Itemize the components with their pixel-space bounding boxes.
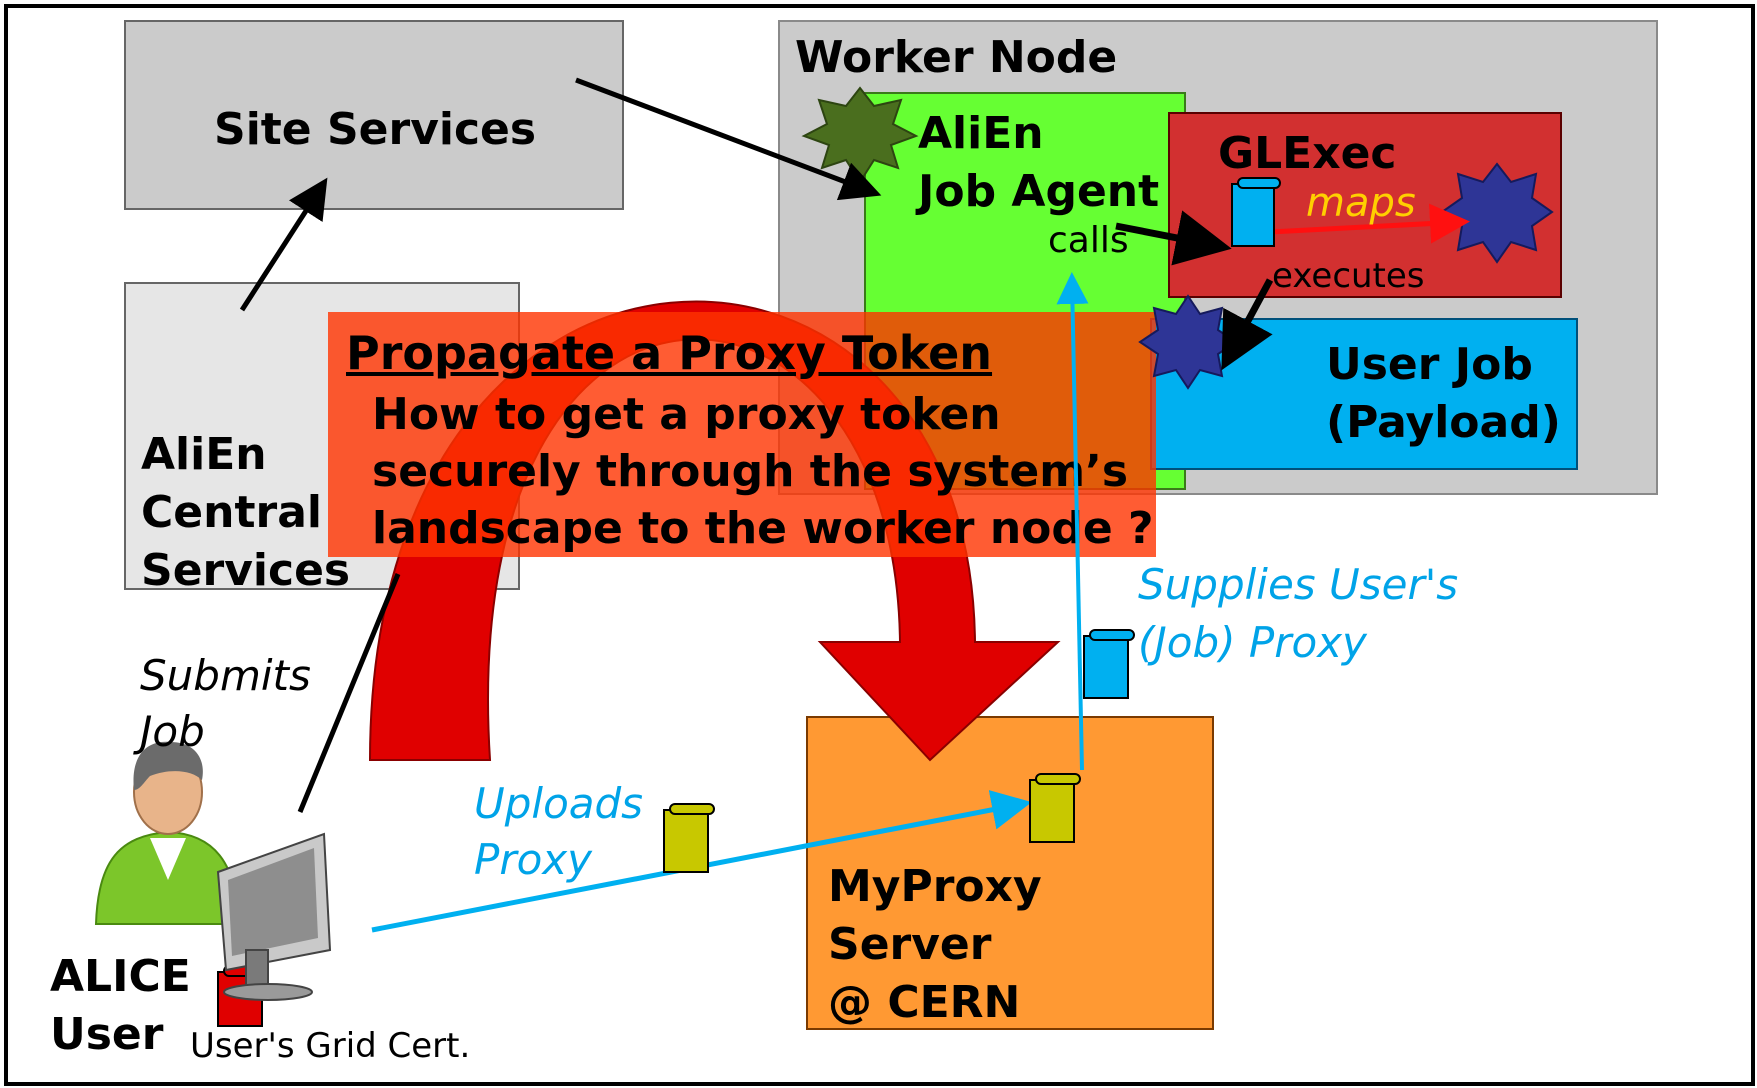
uploads-label: Uploads Proxy — [474, 779, 644, 884]
glexec-proxy-scroll-icon — [1231, 177, 1281, 247]
banner-title: Propagate a Proxy Token — [346, 326, 993, 380]
maps-arrow — [1269, 203, 1470, 244]
site-services-box — [124, 20, 624, 210]
submits-job-line — [297, 573, 401, 813]
grid-cert-label: User's Grid Cert. — [190, 1026, 471, 1066]
myproxy-server-box — [806, 716, 1214, 1030]
server-proxy-scroll-icon — [1029, 773, 1081, 843]
payload-star-icon — [1138, 294, 1238, 390]
executes-label: executes — [1272, 256, 1425, 296]
question-banner — [328, 312, 1156, 557]
central-to-site-arrow — [239, 177, 328, 312]
myproxy-server-label: MyProxy Server @ CERN — [828, 861, 1042, 1028]
calls-label: calls — [1048, 220, 1129, 261]
worker-node-label: Worker Node — [795, 32, 1118, 83]
site-to-agent-arrow — [575, 77, 882, 201]
executes-arrow — [1221, 278, 1274, 371]
banner-body: How to get a proxy token securely throug… — [372, 389, 1154, 554]
slide-frame — [4, 4, 1755, 1086]
alice-user-label: ALICE User — [50, 951, 191, 1060]
calls-arrow — [1115, 210, 1232, 266]
uploaded-proxy-scroll-icon — [663, 803, 715, 873]
supply-proxy-arrow — [1056, 272, 1089, 771]
site-services-label: Site Services — [214, 104, 537, 155]
submits-label: Submits Job — [140, 651, 311, 756]
central-services-label: AliEn Central Services — [141, 429, 351, 596]
supplied-proxy-scroll-icon — [1083, 629, 1135, 699]
maps-label: maps — [1306, 180, 1416, 226]
user-job-label: User Job (Payload) — [1326, 339, 1561, 448]
glexec-label: GLExec — [1218, 128, 1397, 179]
job-agent-label: AliEn Job Agent — [918, 108, 1160, 217]
supplies-label: Supplies User's (Job) Proxy — [1138, 560, 1459, 667]
